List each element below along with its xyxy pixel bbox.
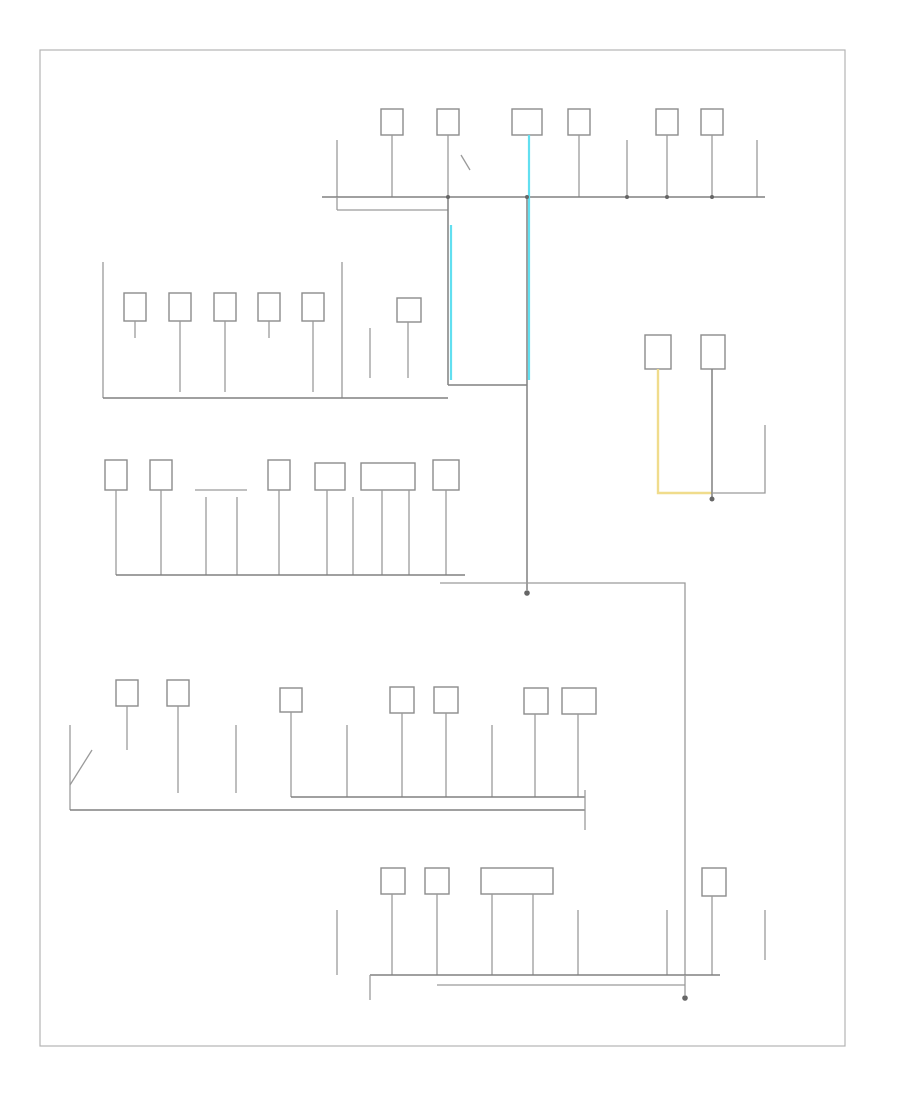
component-box	[511, 108, 543, 136]
component-box	[149, 459, 173, 491]
component-box	[168, 292, 192, 322]
component-box	[424, 867, 450, 895]
right-block	[644, 334, 766, 502]
component-box	[380, 108, 404, 136]
component-box	[360, 462, 416, 491]
component-box	[644, 334, 672, 370]
second-row-wires	[102, 262, 528, 590]
splice-dot	[710, 195, 714, 199]
component-box	[123, 292, 147, 322]
component-box	[380, 867, 406, 895]
ground-symbol	[524, 590, 530, 596]
component-box	[436, 108, 460, 136]
component-box	[433, 686, 459, 714]
fourth-row-wires	[69, 706, 586, 830]
third-row-wires	[115, 489, 686, 975]
third-row-components	[104, 459, 460, 491]
component-box	[257, 292, 281, 322]
component-box	[700, 334, 726, 370]
component-box	[279, 687, 303, 713]
bottom-row-components	[380, 867, 727, 897]
component-box	[166, 679, 190, 707]
fourth-row-components	[115, 679, 597, 715]
component-box	[523, 687, 549, 715]
second-row-components	[123, 292, 422, 323]
component-box	[301, 292, 325, 322]
splice-dot	[446, 195, 450, 199]
top-row-wires	[322, 135, 765, 385]
yellow-wire	[656, 369, 712, 495]
component-box	[432, 459, 460, 491]
component-box	[396, 297, 422, 323]
component-box	[655, 108, 679, 136]
component-box	[561, 687, 597, 715]
ground-symbol	[709, 496, 715, 502]
component-box	[115, 679, 139, 707]
splice-dot	[525, 195, 529, 199]
component-box	[701, 867, 727, 897]
splice-dot	[625, 195, 629, 199]
component-box	[213, 292, 237, 322]
splice-dot	[665, 195, 669, 199]
component-box	[314, 462, 346, 491]
diagram-frame	[39, 49, 846, 1047]
component-box	[567, 108, 591, 136]
bottom-row-wires	[336, 894, 766, 1001]
component-box	[480, 867, 554, 895]
component-box	[267, 459, 291, 491]
top-row-components	[380, 108, 724, 136]
ground-symbol	[682, 995, 688, 1001]
component-box	[700, 108, 724, 136]
component-box	[104, 459, 128, 491]
component-box	[389, 686, 415, 714]
